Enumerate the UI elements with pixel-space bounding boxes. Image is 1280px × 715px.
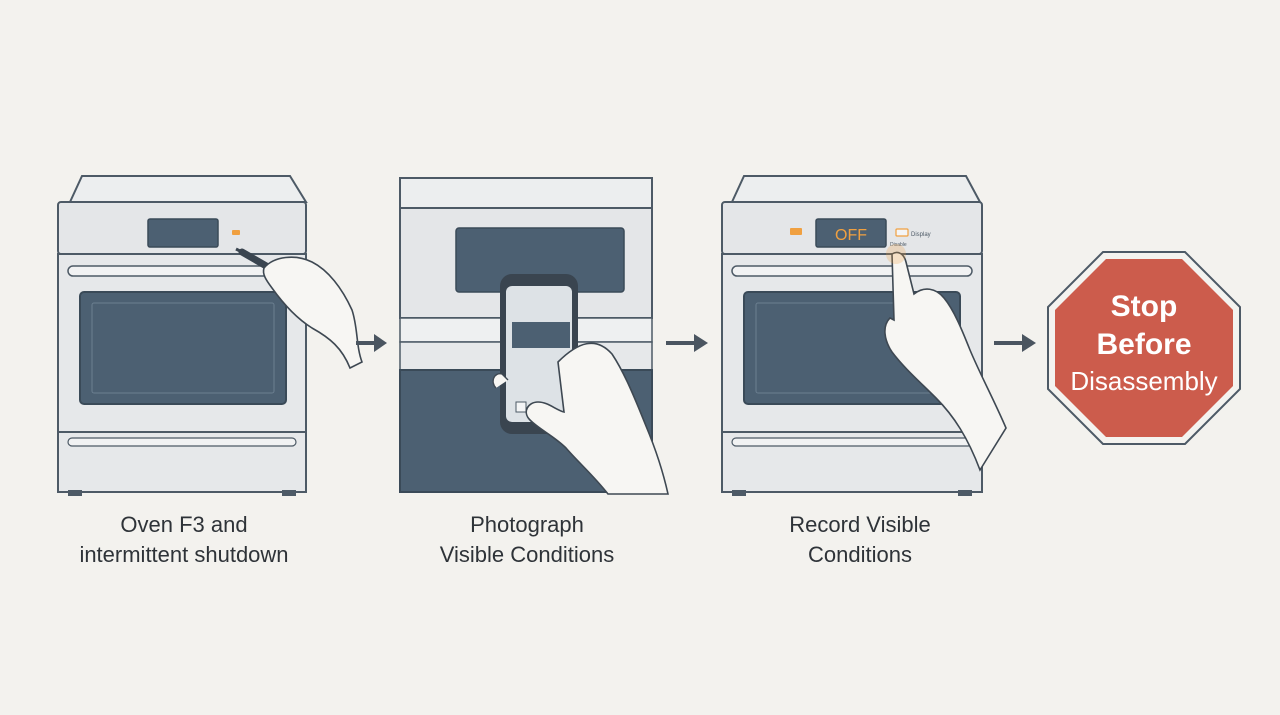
stop-sign-line2: Before [1096,328,1191,361]
stop-sign-line1: Stop [1111,290,1178,323]
stop-sign-line3: Disassembly [1070,366,1217,396]
arrow-right-icon [666,334,708,352]
step-3-caption-line2: Conditions [808,542,912,567]
oven-display-text: OFF [835,227,867,244]
step-2-caption-line2: Visible Conditions [439,542,615,567]
step-2-caption-line1: Photograph [470,512,584,537]
arrow-right-icon [994,334,1036,352]
phone-icon [500,274,578,434]
step-3-caption: Record Visible Conditions [710,510,1010,570]
arrow-right-icon [356,334,387,352]
step-1-caption: Oven F3 and intermittent shutdown [34,510,334,570]
step-3-caption-line1: Record Visible [789,512,931,537]
oven-closeup-icon [399,177,669,495]
step-1-caption-line1: Oven F3 and [120,512,248,537]
hand-icon [262,256,364,370]
stop-sign-icon: Stop Before Disassembly [1047,251,1241,445]
oven-icon: OFF Display Disable [721,175,1007,496]
oven-icon [57,175,364,496]
oven-side-label-bottom: Disable [890,242,907,248]
step-2-caption: Photograph Visible Conditions [377,510,677,570]
step-1-caption-line2: intermittent shutdown [79,542,289,567]
pointing-finger-icon [884,251,1007,472]
oven-side-label-top: Display [911,232,931,238]
hand-icon [525,342,669,495]
